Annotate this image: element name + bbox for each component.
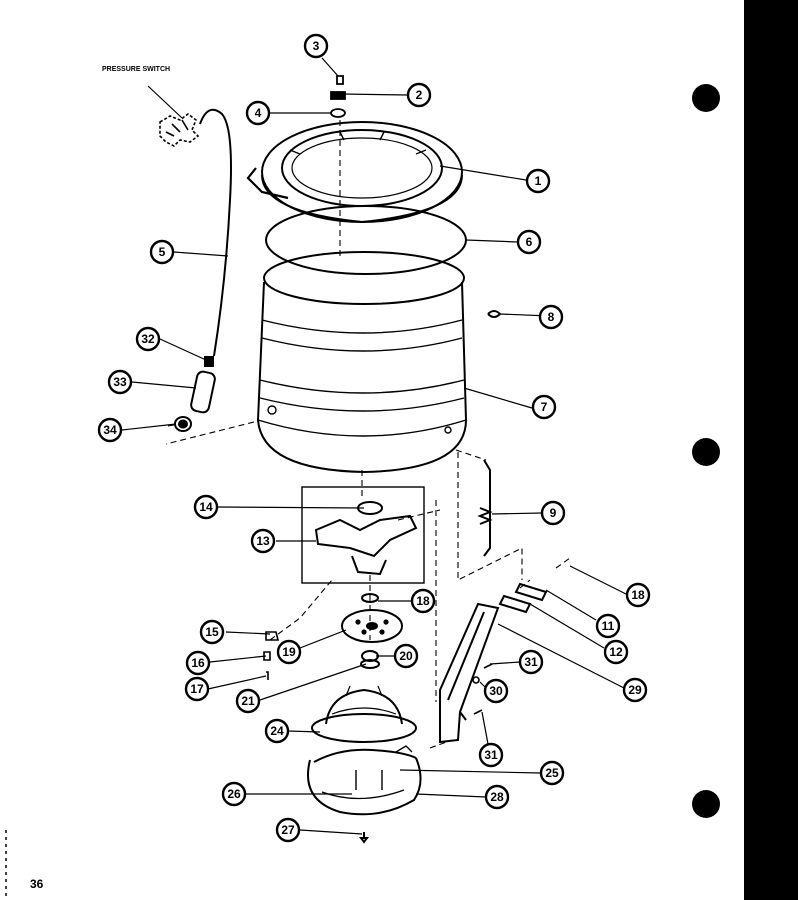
callout: 27 <box>275 817 301 843</box>
svg-text:19: 19 <box>282 645 296 659</box>
svg-text:25: 25 <box>545 766 559 780</box>
svg-text:34: 34 <box>103 423 117 437</box>
drive-assembly-box <box>301 486 425 584</box>
screw-27 <box>359 832 369 844</box>
callout: 30 <box>483 678 509 704</box>
svg-text:8: 8 <box>548 310 555 324</box>
binder-hole-middle <box>692 438 720 466</box>
svg-text:32: 32 <box>141 332 155 346</box>
callout: 26 <box>221 781 247 807</box>
pressure-switch-label: PRESSURE SWITCH <box>102 66 170 73</box>
svg-text:6: 6 <box>526 235 533 249</box>
svg-text:28: 28 <box>490 790 504 804</box>
callout: 32 <box>135 326 161 352</box>
callout: 13 <box>250 528 276 554</box>
pressure-switch <box>159 113 200 147</box>
callout: 29 <box>622 677 648 703</box>
svg-text:31: 31 <box>524 655 538 669</box>
callout: 31 <box>518 649 544 675</box>
binder-hole-bottom <box>692 790 720 818</box>
callout: 24 <box>264 718 290 744</box>
svg-text:5: 5 <box>159 245 166 259</box>
svg-text:2: 2 <box>416 88 423 102</box>
svg-text:13: 13 <box>256 534 270 548</box>
svg-text:24: 24 <box>270 724 284 738</box>
spring <box>477 459 493 557</box>
callout: 34 <box>97 417 123 443</box>
callout: 20 <box>393 643 419 669</box>
callout: 4 <box>245 100 271 126</box>
binder-hole-top <box>692 84 720 112</box>
callout: 25 <box>539 760 565 786</box>
svg-text:16: 16 <box>191 656 205 670</box>
callout: 28 <box>484 784 510 810</box>
callout: 14 <box>193 494 219 520</box>
mounting-plates <box>498 582 548 614</box>
callout: 16 <box>185 650 211 676</box>
leg-bracket <box>439 602 500 744</box>
callout: 21 <box>235 688 261 714</box>
callout: 6 <box>516 229 542 255</box>
callout: 9 <box>540 500 566 526</box>
svg-text:20: 20 <box>399 649 413 663</box>
svg-text:14: 14 <box>199 500 213 514</box>
hose-fittings <box>174 356 216 432</box>
washer-18 <box>361 593 379 603</box>
callout: 5 <box>149 239 175 265</box>
drive-block <box>314 501 441 576</box>
svg-text:12: 12 <box>609 645 623 659</box>
callout: 31 <box>478 742 504 768</box>
svg-text:18: 18 <box>631 588 645 602</box>
callout: 18 <box>625 582 651 608</box>
pulley <box>341 609 403 643</box>
svg-text:21: 21 <box>241 694 255 708</box>
svg-text:31: 31 <box>484 748 498 762</box>
base-assembly <box>307 745 422 816</box>
callout: 2 <box>406 82 432 108</box>
callout: 15 <box>199 619 225 645</box>
callout: 33 <box>107 369 133 395</box>
top-fasteners <box>330 75 346 118</box>
svg-text:4: 4 <box>255 106 262 120</box>
svg-text:30: 30 <box>489 684 503 698</box>
svg-text:26: 26 <box>227 787 241 801</box>
callout: 8 <box>538 304 564 330</box>
svg-text:7: 7 <box>541 400 548 414</box>
svg-text:17: 17 <box>190 682 204 696</box>
callout: 12 <box>603 639 629 665</box>
svg-text:33: 33 <box>113 375 127 389</box>
callout: 7 <box>531 394 557 420</box>
hose <box>199 108 232 357</box>
callout: 11 <box>595 613 621 639</box>
svg-text:27: 27 <box>281 823 295 837</box>
binding-edge <box>744 0 798 900</box>
callout: 18 <box>410 588 436 614</box>
svg-text:29: 29 <box>628 683 642 697</box>
svg-text:15: 15 <box>205 625 219 639</box>
leader-lines <box>121 57 627 835</box>
washer-21 <box>360 659 380 669</box>
callout: 3 <box>303 33 329 59</box>
clip <box>487 310 502 318</box>
callout: 1 <box>525 168 551 194</box>
svg-text:9: 9 <box>550 506 557 520</box>
transmission-housing <box>311 685 417 743</box>
svg-text:18: 18 <box>416 594 430 608</box>
bracket-fasteners <box>263 631 280 680</box>
bracket-screws <box>472 663 493 715</box>
svg-text:1: 1 <box>535 174 542 188</box>
tub <box>256 251 468 474</box>
callout: 19 <box>276 639 302 665</box>
callout: 17 <box>184 676 210 702</box>
tub-gasket <box>265 205 467 275</box>
page-number: 36 <box>30 877 44 891</box>
svg-text:3: 3 <box>313 39 320 53</box>
svg-text:11: 11 <box>602 619 615 633</box>
